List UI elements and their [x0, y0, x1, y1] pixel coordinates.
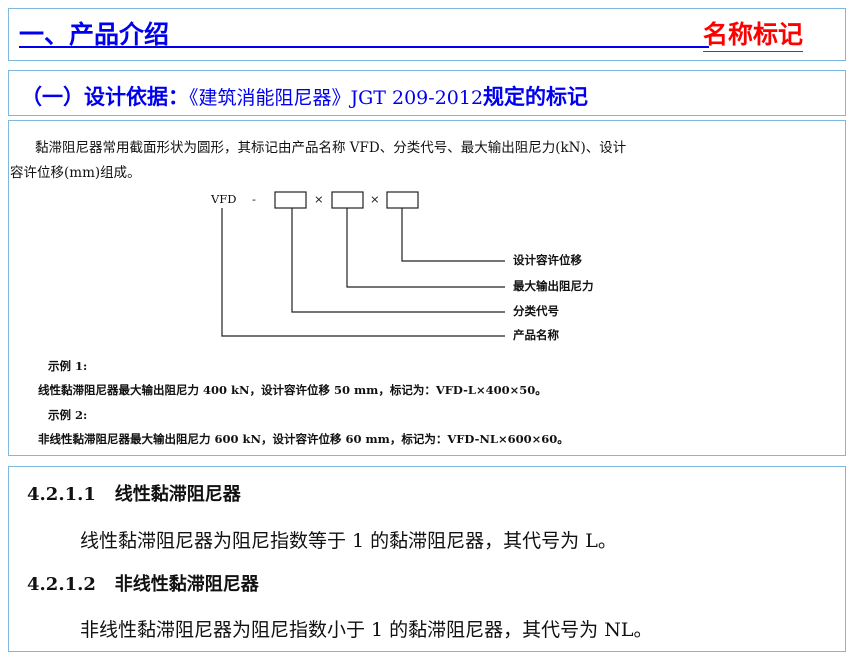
force-box: [331, 191, 364, 209]
example-title: 示例 2:: [48, 408, 88, 422]
classification-box: [274, 191, 307, 209]
standard-excerpt: [8, 120, 846, 456]
diagram-prefix: VFD: [211, 192, 237, 206]
intro-line-1: 黏滞阻尼器常用截面形状为圆形，其标记由产品名称 VFD、分类代号、最大输出阻尼力…: [35, 140, 627, 156]
example-text: 线性黏滞阻尼器最大输出阻尼力 400 kN，设计容许位移 50 mm，标记为：V…: [38, 383, 547, 397]
diagram-label: 分类代号: [513, 304, 559, 318]
title-box: 一、产品介绍 名称标记: [8, 8, 846, 61]
subheader-title: （一）设计依据：《建筑消能阻尼器》JGT 209-2012规定的标记: [21, 85, 589, 109]
example-title: 示例 1:: [48, 359, 88, 373]
leader-line: [346, 208, 505, 288]
diagram-dash: -: [252, 192, 256, 206]
intro-line-2: 容许位移(mm)组成。: [10, 165, 141, 181]
definition-text: 线性黏滞阻尼器为阻尼指数等于 1 的黏滞阻尼器，其代号为 L。: [80, 530, 617, 552]
leader-line: [221, 208, 505, 337]
title-underline: [19, 46, 709, 48]
diagram-label: 最大输出阻尼力: [513, 279, 594, 293]
diagram-times: ×: [314, 192, 324, 206]
example-text: 非线性黏滞阻尼器最大输出阻尼力 600 kN，设计容许位移 60 mm，标记为：…: [38, 432, 569, 446]
definition-text: 非线性黏滞阻尼器为阻尼指数小于 1 的黏滞阻尼器，其代号为 NL。: [80, 619, 653, 641]
leader-line: [401, 208, 505, 262]
diagram-label: 产品名称: [513, 328, 559, 342]
definition-heading: 4.2.1.2 非线性黏滞阻尼器: [27, 574, 259, 595]
subheader-box: （一）设计依据：《建筑消能阻尼器》JGT 209-2012规定的标记: [8, 70, 846, 116]
page-title: 一、产品介绍: [19, 20, 170, 49]
definition-heading: 4.2.1.1 线性黏滞阻尼器: [27, 484, 241, 505]
displacement-box: [386, 191, 419, 209]
leader-line: [291, 208, 505, 313]
section-tag: 名称标记: [703, 15, 804, 52]
diagram-times: ×: [370, 192, 380, 206]
definitions-box: [8, 466, 846, 652]
diagram-label: 设计容许位移: [513, 253, 582, 267]
